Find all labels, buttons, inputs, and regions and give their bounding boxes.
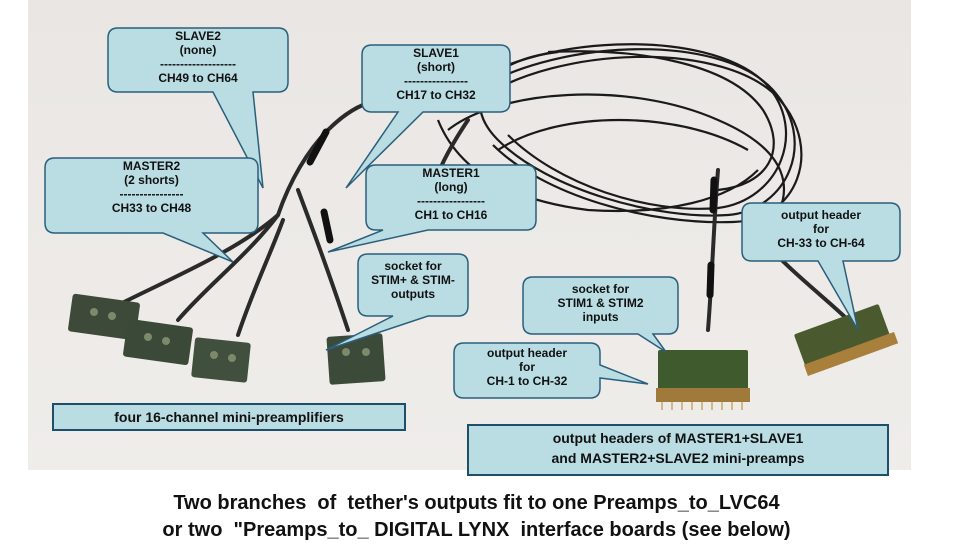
header-boards <box>656 304 899 410</box>
callout-stim-inputs-line2: STIM1 & STIM2 <box>557 296 644 310</box>
callout-stim-socket-line3: outputs <box>391 287 435 301</box>
callout-header-high-bubble <box>741 202 901 331</box>
callout-master1-divider: ----------------- <box>417 194 485 208</box>
callout-slave1-channels: CH17 to CH32 <box>396 88 476 102</box>
callout-stim-socket: socket for STIM+ & STIM- outputs <box>358 259 468 301</box>
headers-label-line1: output headers of MASTER1+SLAVE1 <box>552 430 804 446</box>
callout-slave1-subtitle: (short) <box>417 60 455 74</box>
callout-slave2-subtitle: (none) <box>179 43 217 57</box>
callout-slave1-divider: ---------------- <box>404 74 468 88</box>
callout-header-low-line1: output header <box>487 346 567 360</box>
callout-slave2-bubble <box>107 27 289 189</box>
callout-stim-socket-bubble <box>325 253 469 351</box>
callout-master2-subtitle: (2 shorts) <box>124 173 179 187</box>
callout-stim-inputs-bubble <box>522 276 679 353</box>
callout-master2-bubble <box>44 157 259 263</box>
callout-slave1-title: SLAVE1 <box>413 46 459 60</box>
callout-master2: MASTER2 (2 shorts) ---------------- CH33… <box>45 159 258 215</box>
caption-line2: or two "Preamps_to_ DIGITAL LYNX interfa… <box>162 519 791 541</box>
callout-slave2-divider: ------------------- <box>160 57 236 71</box>
caption: Two branches of tether's outputs fit to … <box>0 490 953 544</box>
callout-master1-title: MASTER1 <box>422 166 480 180</box>
callout-header-low-line3: CH-1 to CH-32 <box>486 374 568 388</box>
cable-sleeves <box>306 128 718 299</box>
preamps-label: four 16-channel mini-preamplifiers <box>52 403 406 431</box>
callout-slave2-channels: CH49 to CH64 <box>158 71 238 85</box>
callout-stim-inputs-line3: inputs <box>582 310 619 324</box>
callout-header-low-bubble <box>453 342 649 399</box>
callout-header-low: output header for CH-1 to CH-32 <box>454 346 600 388</box>
callout-header-high-line2: for <box>813 222 829 236</box>
preamp-boards <box>68 293 386 385</box>
callout-slave2-title: SLAVE2 <box>175 29 221 43</box>
callout-stim-inputs-line1: socket for <box>571 282 630 296</box>
callout-slave1: SLAVE1 (short) ---------------- CH17 to … <box>362 46 510 102</box>
callout-master1-channels: CH1 to CH16 <box>414 208 488 222</box>
callout-master2-channels: CH33 to CH48 <box>111 201 192 215</box>
callout-master1-bubble <box>327 164 537 253</box>
callout-stim-socket-line1: socket for <box>384 259 442 273</box>
callout-stim-inputs: socket for STIM1 & STIM2 inputs <box>523 282 678 324</box>
callout-header-low-line2: for <box>519 360 535 374</box>
headers-label-line2: and MASTER2+SLAVE2 mini-preamps <box>551 450 805 466</box>
callout-header-high-line1: output header <box>781 208 861 222</box>
callout-header-high: output header for CH-33 to CH-64 <box>742 208 900 250</box>
callout-bubbles <box>44 27 901 399</box>
callout-stim-socket-line2: STIM+ & STIM- <box>371 273 455 287</box>
callout-master1-subtitle: (long) <box>434 180 468 194</box>
callout-master2-title: MASTER2 <box>122 159 181 173</box>
preamps-label-text: four 16-channel mini-preamplifiers <box>114 409 344 425</box>
tether-photo <box>28 0 911 470</box>
callout-header-high-line3: CH-33 to CH-64 <box>777 236 865 250</box>
headers-label: output headers of MASTER1+SLAVE1 and MAS… <box>467 424 889 476</box>
photo-scene <box>44 27 901 410</box>
callout-slave1-bubble <box>345 44 511 189</box>
callout-master2-divider: ---------------- <box>119 187 184 201</box>
callout-slave2: SLAVE2 (none) ------------------- CH49 t… <box>108 29 288 85</box>
caption-line1: Two branches of tether's outputs fit to … <box>173 492 780 514</box>
callout-master1: MASTER1 (long) ----------------- CH1 to … <box>366 166 536 222</box>
